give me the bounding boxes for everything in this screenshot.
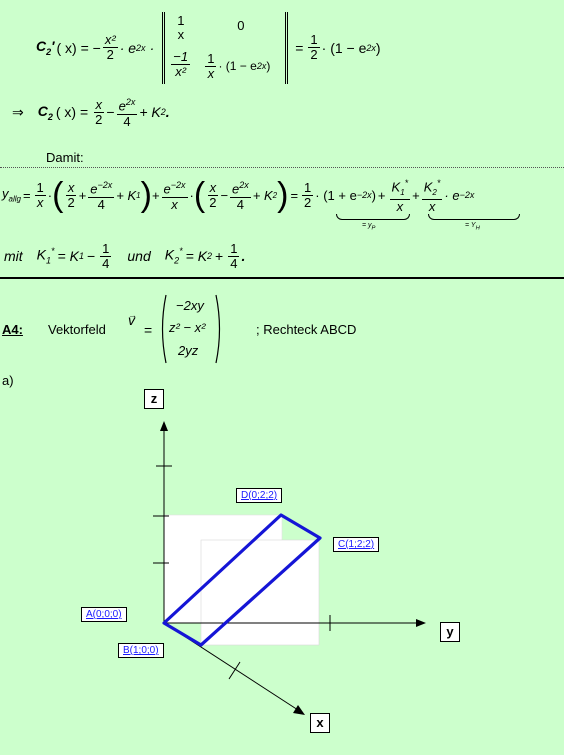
rectangle-abcd [162, 513, 322, 647]
c2-symbol: C2′ [36, 38, 55, 57]
x-axis-label: x [310, 713, 330, 733]
underbrace-yh-label: = YH [465, 222, 480, 232]
det-r1c2: 0 [237, 17, 245, 33]
separator-2 [0, 277, 564, 279]
vector-v: → v [128, 310, 137, 328]
a4-label: A4: [2, 322, 23, 337]
dot-operator: · [149, 39, 155, 56]
z-axis-label: z [144, 389, 164, 409]
vector-field-matrix: −2xy z² − x² 2yz [158, 293, 224, 365]
rectangle-diagram [153, 421, 426, 715]
underbrace-yp-label: = yP [362, 222, 376, 232]
z-axis-arrowhead [160, 421, 168, 431]
exp-term: · e [119, 39, 137, 56]
separator-1 [0, 167, 564, 168]
y-allg-symbol: yallg [2, 186, 21, 204]
vector-equals: = [144, 322, 153, 338]
c2-symbol-2: C2 [37, 102, 53, 122]
vector-row-1: −2xy [176, 298, 204, 313]
vektorfeld-label: Vektorfeld [48, 322, 106, 337]
x-axis-arrowhead [293, 705, 305, 715]
underbrace-yp [336, 214, 410, 220]
y-axis-label: y [440, 622, 460, 642]
vector-row-2: z² − x² [169, 320, 206, 335]
vector-row-3: 2yz [178, 343, 199, 358]
underbrace-yh [428, 214, 520, 220]
equals: = [295, 39, 304, 56]
point-d-label: D(0;2;2) [236, 488, 283, 503]
point-c-label: C(1;2;2) [333, 537, 380, 552]
mit-word: mit [4, 248, 23, 264]
point-a-label: A(0;0;0) [81, 607, 127, 622]
part-a-label: a) [2, 373, 14, 388]
damit-text: Damit: [46, 150, 84, 165]
rechteck-label: ; Rechteck ABCD [256, 322, 357, 337]
c2-arg: ( x) = − [56, 39, 101, 56]
y-axis-arrowhead [416, 619, 426, 627]
exp-sup: 2x [136, 42, 146, 53]
frac-k1-star: K1*x [389, 177, 411, 215]
point-b-label: B(1;0;0) [118, 643, 164, 658]
frac-k2-star: K2*x [421, 177, 443, 215]
rhs-tail: · (1 − e [321, 39, 367, 56]
implies-arrow: ⇒ [12, 103, 24, 120]
und-word: und [127, 248, 151, 264]
x-tick-1 [228, 661, 241, 680]
